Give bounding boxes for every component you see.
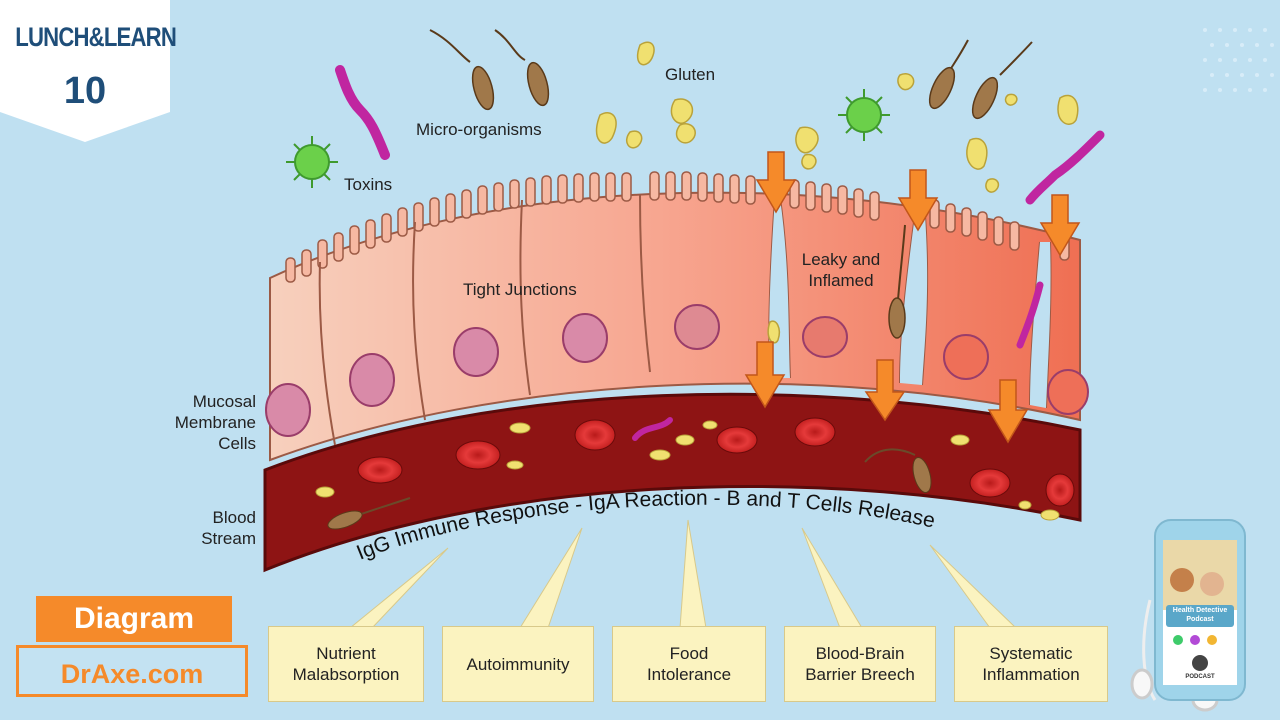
outcome-autoimmunity: Autoimmunity [442, 626, 594, 702]
parasite-icon [335, 65, 1105, 349]
podcast-footer: PODCAST [1185, 674, 1215, 680]
bacteria-icon [912, 456, 932, 494]
outcome-line2: Malabsorption [292, 665, 400, 684]
podcast-title-line2: Podcast [1186, 616, 1214, 623]
parasite-icon [632, 417, 673, 441]
phone-icon [1154, 519, 1246, 701]
podcast-title: Health Detective Podcast [1166, 606, 1234, 624]
lunch-learn-badge [0, 0, 170, 142]
label-mucosal-line1: Mucosal [192, 392, 256, 411]
label-mucosal-cells: Mucosal Membrane Cells [150, 391, 256, 454]
badge-title: LUNCH&LEARN [15, 22, 177, 52]
source-tag: DrAxe.com [16, 645, 248, 697]
red-blood-cell-icon [455, 440, 501, 470]
red-blood-cell-icon [574, 419, 616, 451]
label-blood-stream: Blood Stream [170, 507, 256, 549]
microvilli [285, 171, 1070, 283]
outcome-line1: Systematic [989, 644, 1073, 663]
gluten-in-blood [315, 420, 1060, 521]
outcome-line1: Blood-Brain [815, 644, 905, 663]
label-mucosal-line3: Cells [218, 434, 256, 453]
label-micro-organisms: Micro-organisms [416, 120, 542, 139]
red-blood-cell-icon [1045, 473, 1075, 507]
label-blood-line1: Blood [212, 508, 256, 527]
label-toxins: Toxins [344, 175, 393, 194]
red-blood-cells [357, 417, 1075, 507]
outcome-line1: Autoimmunity [466, 654, 570, 674]
red-blood-cell-icon [969, 468, 1011, 498]
red-blood-cell-icon [794, 417, 836, 447]
virus-icon [286, 136, 338, 188]
callout-pointers [348, 519, 1018, 629]
blood-stream [263, 392, 1082, 573]
podcast-title-line1: Health Detective [1172, 607, 1228, 614]
bacteria-icon [429, 29, 1033, 339]
label-leaky-line2: Inflamed [808, 271, 874, 290]
badge-number: 10 [63, 70, 107, 112]
label-leaky-line1: Leaky and [801, 250, 881, 269]
label-mucosal-line2: Membrane [174, 413, 256, 432]
arrow-icon [744, 151, 1081, 444]
diagram-tag: Diagram [36, 596, 232, 642]
label-tight-junctions: Tight Junctions [463, 280, 577, 299]
label-leaky-inflamed: Leaky and Inflamed [796, 249, 886, 291]
outcome-line1: Nutrient [316, 644, 376, 663]
bacteria-icon [327, 510, 363, 530]
red-blood-cell-icon [357, 456, 403, 484]
decorative-dots [1203, 28, 1274, 92]
outcome-line2: Barrier Breech [805, 665, 915, 684]
cell-nuclei [265, 304, 1089, 437]
outcome-line1: Food [669, 644, 709, 663]
label-gluten: Gluten [665, 65, 716, 84]
virus-icon [838, 89, 890, 141]
red-blood-cell-icon [716, 426, 758, 454]
outcome-line2: Intolerance [646, 665, 732, 684]
outcome-line2: Inflammation [982, 665, 1080, 684]
label-blood-line2: Stream [201, 529, 256, 548]
bacteria-in-blood [327, 417, 932, 530]
gluten-icon [595, 41, 1079, 344]
